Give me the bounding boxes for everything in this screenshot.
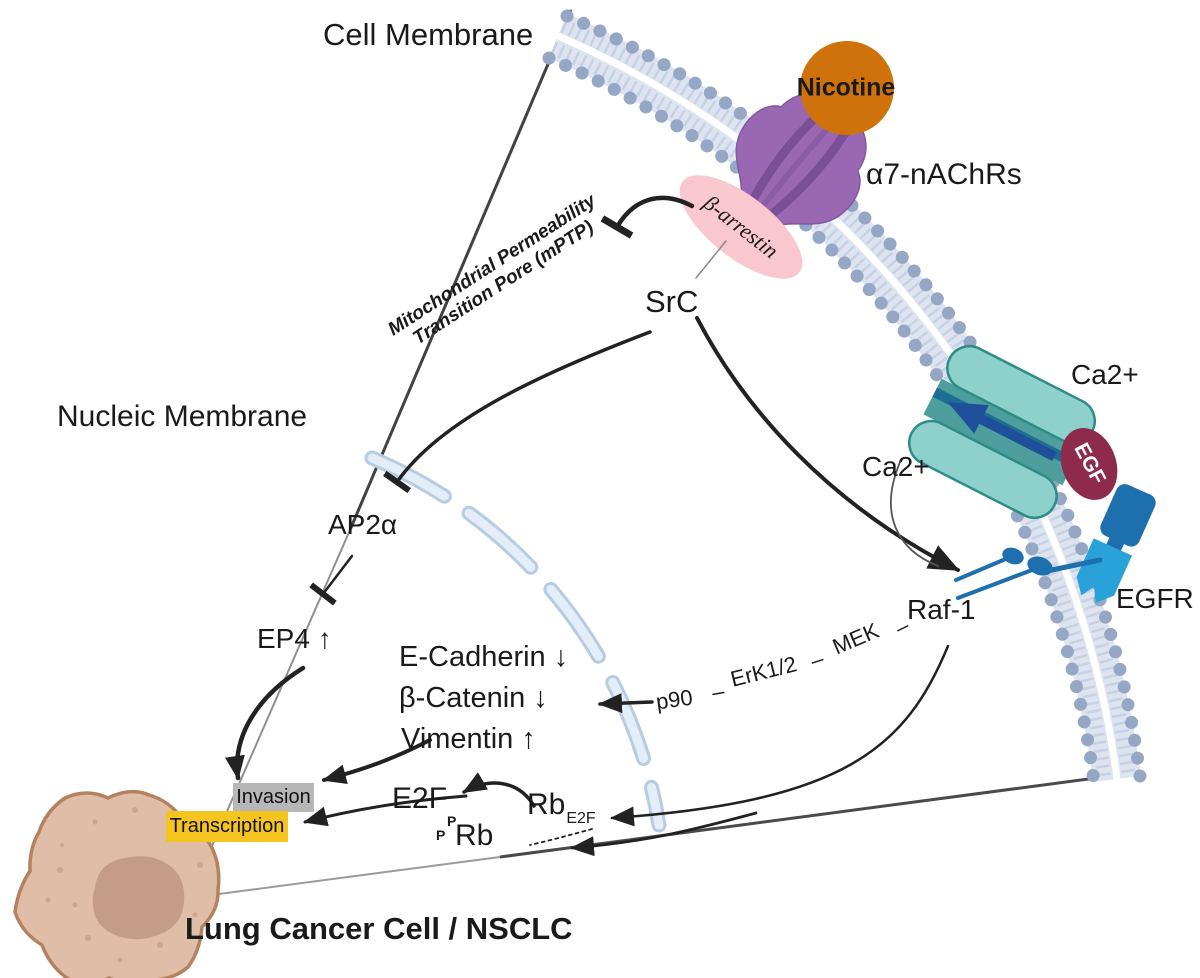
cell-membrane-label: Cell Membrane xyxy=(323,17,534,52)
raf1-label: Raf-1 xyxy=(907,594,976,625)
nicotine-label: Nicotine xyxy=(796,73,896,102)
rb-e2f-subscript: E2F xyxy=(566,810,596,827)
ep4-label: EP4 ↑ xyxy=(257,623,332,654)
phospho-rb-main: Rb xyxy=(455,819,494,852)
inhibition-ap2a-ep4 xyxy=(309,554,354,606)
arrow-rbe2f-e2f xyxy=(462,772,536,808)
egfr-receptor-shape xyxy=(1076,484,1156,603)
e2f-label: E2F xyxy=(392,782,448,815)
invasion-box-label: Invasion xyxy=(236,786,311,808)
egfr-label: EGFR xyxy=(1116,583,1194,614)
line-arrestin-src xyxy=(695,240,727,279)
cell-nucleus xyxy=(92,856,185,940)
phospho-rb-label: P P Rb xyxy=(436,813,526,862)
transcription-box-label: Transcription xyxy=(169,815,285,837)
arrow-src-raf1 xyxy=(695,316,960,572)
calcium-inner-label: Ca2+ xyxy=(862,451,930,482)
nicotine-ligand xyxy=(800,41,894,135)
rb-e2f-main: Rb xyxy=(527,788,566,821)
pathway-arrows xyxy=(225,195,960,857)
nucleic-membrane-label: Nucleic Membrane xyxy=(57,400,308,433)
arrow-p90-bcatenin xyxy=(598,693,654,714)
beta-arrestin-shape xyxy=(679,175,803,279)
inhibition-src-ap2a xyxy=(383,330,652,494)
line-rbe2f-prb-dotted xyxy=(529,828,593,846)
arrow-rbe2f-prb xyxy=(570,811,758,857)
rb-e2f-label: RbE2F xyxy=(527,788,596,827)
p90-label: p90 xyxy=(654,684,695,715)
calcium-outer-label: Ca2+ xyxy=(1071,359,1139,390)
b-catenin-label: β-Catenin ↓ xyxy=(399,682,548,714)
phospho-p-top: P xyxy=(447,813,457,829)
line-ca-raf1 xyxy=(890,461,939,567)
calcium-flow-arrow xyxy=(977,413,1057,462)
invasion-box: Invasion xyxy=(233,783,314,812)
nuclear-membrane-arc xyxy=(364,450,667,833)
arrow-ep4-invasion xyxy=(225,665,306,781)
alpha7-receptor-label: α7-nAChRs xyxy=(866,158,1022,191)
figure-caption: Lung Cancer Cell / NSCLC xyxy=(185,911,573,946)
egfr-dimer-links xyxy=(954,547,1103,600)
transcription-box: Transcription xyxy=(166,811,288,842)
egf-ligand-shape xyxy=(1060,428,1118,500)
cell-membrane-arc xyxy=(542,9,1147,789)
src-label: SrC xyxy=(645,284,699,319)
arrow-vimentin-invasion xyxy=(322,738,432,784)
e-cadherin-label: E-Cadherin ↓ xyxy=(399,641,569,673)
inhibition-arrestin-mptp xyxy=(600,195,695,239)
ap2a-label: AP2α xyxy=(328,509,398,540)
arrow-e2f-transcription xyxy=(303,794,468,827)
vimentin-label: Vimentin ↑ xyxy=(401,723,536,755)
calcium-channel-shape xyxy=(908,344,1096,520)
arrow-raf1-rbe2f xyxy=(610,644,950,827)
phospho-p-bottom: P xyxy=(436,827,446,843)
